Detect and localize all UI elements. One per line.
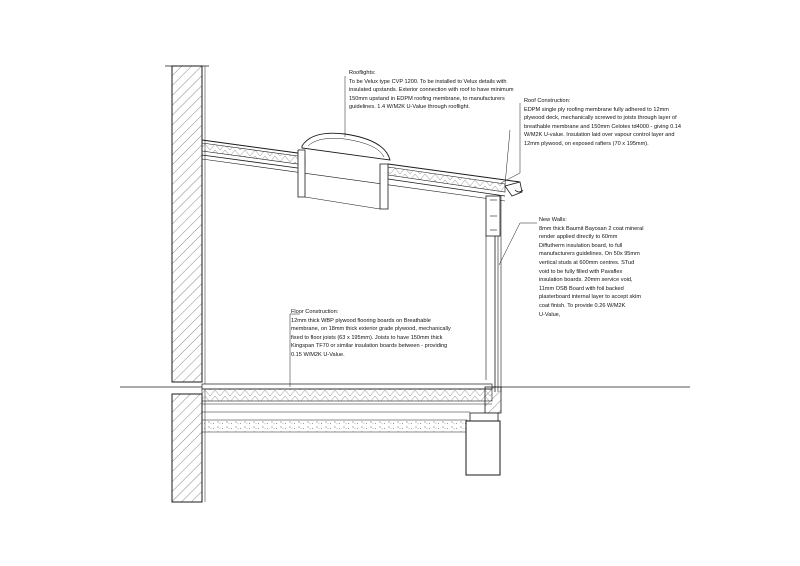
existing-brick-wall <box>165 65 209 503</box>
note-floor-construction-body: 12mm thick WBP plywood flooring boards o… <box>291 317 451 358</box>
note-floor-construction: Floor Construction: 12mm thick WBP plywo… <box>291 308 466 360</box>
note-new-walls-body: 8mm thick Baumit Bayosan 2 coat mineral … <box>539 225 644 318</box>
note-floor-construction-title: Floor Construction: <box>291 309 339 315</box>
note-new-walls: New Walls: 8mm thick Baumit Bayosan 2 co… <box>539 216 654 319</box>
annotation-leaders <box>289 76 537 387</box>
note-rooflights-title: Rooflights: <box>349 70 376 76</box>
new-timber-wall <box>485 195 502 392</box>
note-rooflights: Rooflights: To be Velux type CVP 1200. T… <box>349 69 539 112</box>
note-roof-construction-body: EDPM single ply roofing membrane fully a… <box>524 106 682 147</box>
note-new-walls-title: New Walls: <box>539 217 567 223</box>
rooflight <box>297 132 391 210</box>
note-rooflights-body: To be Velux type CVP 1200. To be install… <box>349 78 514 111</box>
foundation <box>465 386 502 476</box>
roof-build-up <box>201 139 524 202</box>
roof-construction-leader <box>500 103 521 184</box>
floor-construction-leader <box>289 313 300 387</box>
note-roof-construction: Roof Construction: EDPM single ply roofi… <box>524 97 694 149</box>
note-roof-construction-title: Roof Construction: <box>524 98 571 104</box>
floor-build-up <box>201 383 493 433</box>
new-walls-leader <box>498 222 537 266</box>
